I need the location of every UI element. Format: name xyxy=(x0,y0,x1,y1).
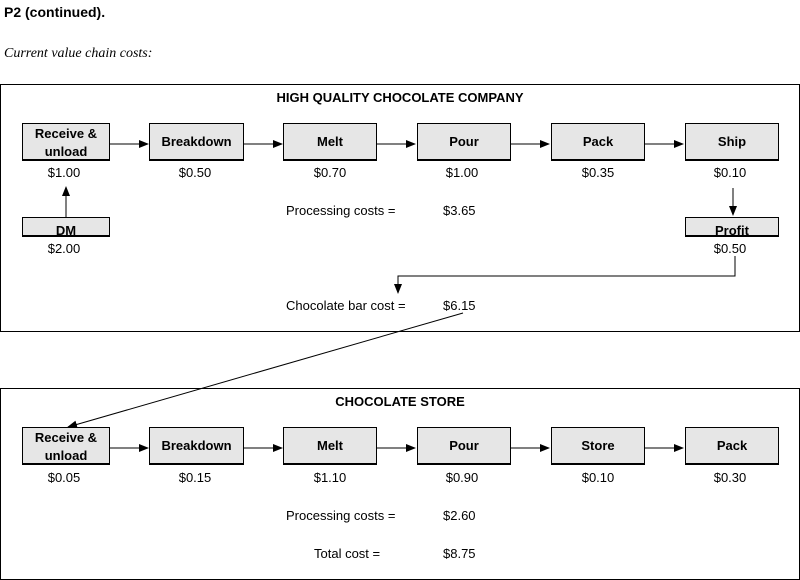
store-step-pack: Pack xyxy=(685,427,779,465)
store-cost-receive: $0.05 xyxy=(47,470,81,485)
store-cost-pour: $0.90 xyxy=(445,470,479,485)
company-processing-value: $3.65 xyxy=(443,203,476,218)
company-step-pack: Pack xyxy=(551,123,645,161)
store-processing-value: $2.60 xyxy=(443,508,476,523)
company-processing-label: Processing costs = xyxy=(286,203,396,218)
company-title: HIGH QUALITY CHOCOLATE COMPANY xyxy=(276,90,524,105)
transfer-arrow xyxy=(67,312,464,429)
company-step-pour: Pour xyxy=(417,123,511,161)
total-cost-value: $8.75 xyxy=(443,546,476,561)
store-title: CHOCOLATE STORE xyxy=(335,394,465,409)
company-cost-pour: $1.00 xyxy=(445,165,479,180)
total-cost-label: Total cost = xyxy=(314,546,381,561)
profit-bar-arrow xyxy=(394,256,736,294)
store-step-melt: Melt xyxy=(283,427,377,465)
company-step-breakdown: Breakdown xyxy=(149,123,244,161)
company-step-ship: Ship xyxy=(685,123,779,161)
company-cost-breakdown: $0.50 xyxy=(178,165,212,180)
store-step-pour: Pour xyxy=(417,427,511,465)
store-cost-store: $0.10 xyxy=(581,470,615,485)
store-step-receive: Receive & unload xyxy=(22,427,110,465)
store-step-breakdown: Breakdown xyxy=(149,427,244,465)
dm-cost: $2.00 xyxy=(47,241,81,256)
profit-cost: $0.50 xyxy=(713,241,747,256)
store-processing-label: Processing costs = xyxy=(286,508,396,523)
company-cost-pack: $0.35 xyxy=(581,165,615,180)
page-subheading: Current value chain costs: xyxy=(4,46,153,61)
page-heading: P2 (continued). xyxy=(4,4,106,20)
profit-box: Profit xyxy=(685,217,779,237)
company-step-melt: Melt xyxy=(283,123,377,161)
store-cost-breakdown: $0.15 xyxy=(178,470,212,485)
company-cost-melt: $0.70 xyxy=(313,165,347,180)
bar-cost-label: Chocolate bar cost = xyxy=(286,298,406,313)
company-step-receive: Receive & unload xyxy=(22,123,110,161)
company-cost-ship: $0.10 xyxy=(713,165,747,180)
store-step-store: Store xyxy=(551,427,645,465)
company-cost-receive: $1.00 xyxy=(47,165,81,180)
bar-cost-value: $6.15 xyxy=(443,298,476,313)
dm-box: DM xyxy=(22,217,110,237)
store-cost-melt: $1.10 xyxy=(313,470,347,485)
store-cost-pack: $0.30 xyxy=(713,470,747,485)
